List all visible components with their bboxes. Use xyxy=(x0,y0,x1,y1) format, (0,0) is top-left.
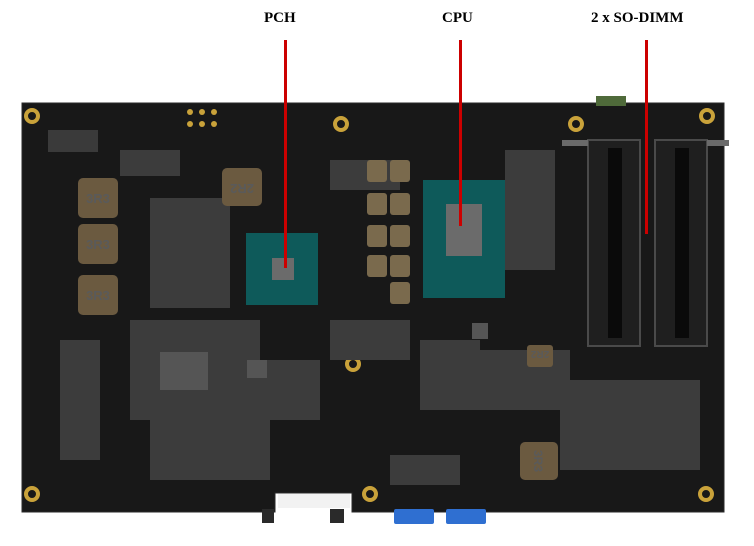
mount-pad-group-top xyxy=(187,109,217,127)
inductor-mark: 3R3 xyxy=(531,450,545,472)
dimm-latch-right xyxy=(707,140,729,146)
inductor-mark: 3R3 xyxy=(86,191,110,206)
qfp-chip xyxy=(160,352,208,390)
small-chip-2 xyxy=(472,323,488,339)
pch-label: PCH xyxy=(264,10,296,26)
label-sticker xyxy=(278,494,350,508)
inductor-mark: 2R2 xyxy=(530,348,549,359)
small-chip xyxy=(247,360,267,378)
usb-port-1 xyxy=(394,509,434,524)
cpu-label: CPU xyxy=(442,10,473,26)
inductor-mark: 3R3 xyxy=(86,288,110,303)
vrm-chokes xyxy=(367,160,410,304)
sodimm-slot-1 xyxy=(587,139,641,347)
inductor-mark: 3R3 xyxy=(86,237,110,252)
sodimm-callout-line xyxy=(645,40,648,234)
cpu-callout-line xyxy=(459,40,462,226)
dimm-latch-left xyxy=(562,140,588,146)
sodimm-slot-2 xyxy=(654,139,708,347)
inductor-left-bot: 3R3 xyxy=(78,275,118,315)
mounting-holes xyxy=(24,108,715,502)
pch-chip xyxy=(246,233,318,305)
inductor-center: 2R2 xyxy=(527,345,553,367)
top-connector xyxy=(596,96,626,106)
header-pins xyxy=(48,130,98,152)
cpu-chip xyxy=(423,180,505,298)
edge-connector-2 xyxy=(330,509,344,523)
inductor-left-top: 3R3 xyxy=(78,178,118,218)
usb-port-2 xyxy=(446,509,486,524)
inductor-left-mid: 3R3 xyxy=(78,224,118,264)
pch-callout-line xyxy=(284,40,287,268)
inductor-mark: 2R2 xyxy=(230,181,254,196)
inductor-upper: 2R2 xyxy=(222,168,262,206)
sodimm-label: 2 x SO-DIMM xyxy=(591,10,684,26)
edge-connector-1 xyxy=(262,509,274,523)
inductor-lower: 3R3 xyxy=(520,442,558,480)
smd-components xyxy=(60,150,700,485)
